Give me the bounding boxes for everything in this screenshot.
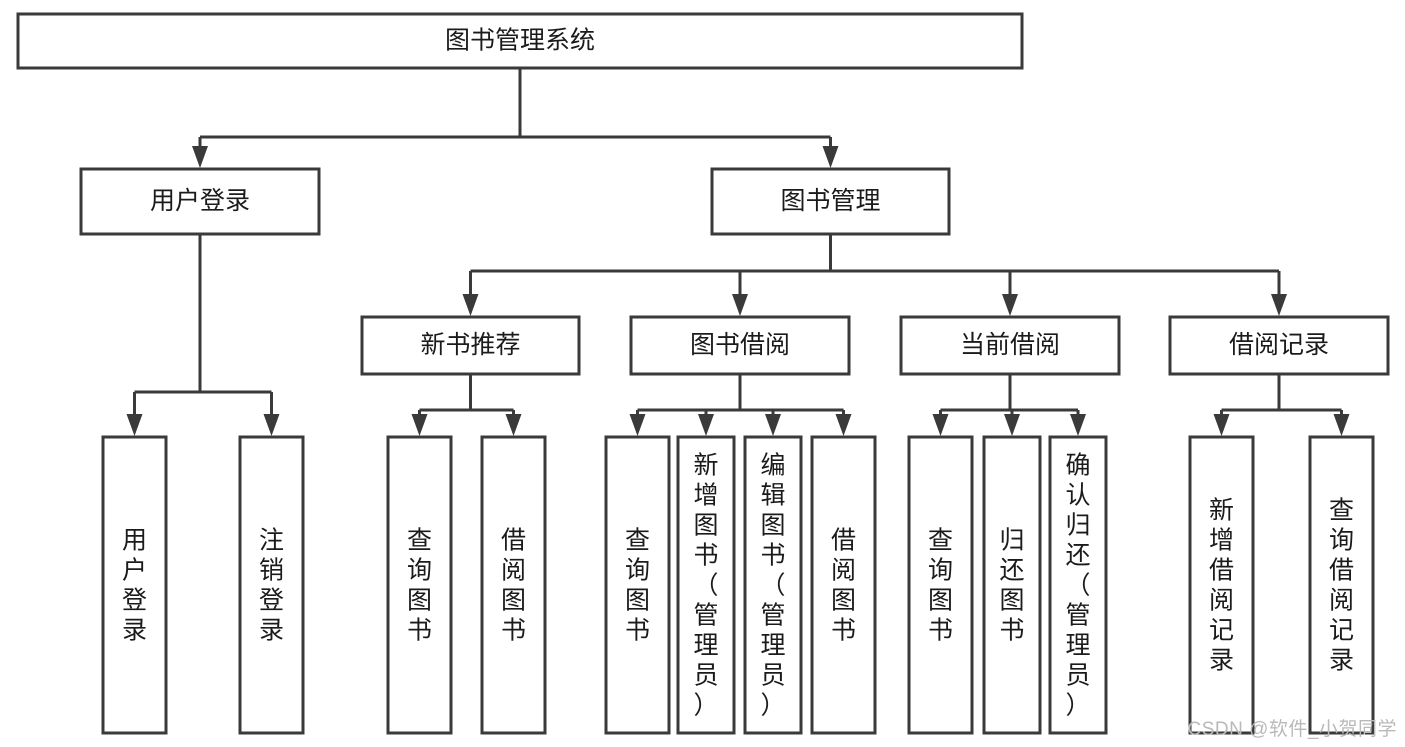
level2-node-1-label: 新书推荐: [420, 331, 520, 359]
leaf-node-6-label: 新增图书（管理员）: [693, 451, 718, 719]
leaf-node-5-box[interactable]: [604, 435, 671, 735]
leaf-node-2-label: 注销登录: [259, 526, 284, 644]
arrow-head-icon: [1004, 414, 1020, 436]
leaf-node-11[interactable]: 确认归还（管理员）: [1048, 435, 1108, 735]
level2-node-3-label: 当前借阅: [960, 331, 1060, 359]
arrow-head-icon: [462, 294, 479, 316]
level2-node-2[interactable]: 图书借阅: [629, 315, 851, 376]
leaf-node-3-label: 查询图书: [407, 526, 432, 644]
leaf-node-7-box[interactable]: [743, 435, 803, 735]
leaf-node-1[interactable]: 用户登录: [101, 435, 168, 735]
arrow-head-icon: [835, 414, 852, 436]
arrow-head-icon: [1333, 414, 1350, 436]
leaf-node-6[interactable]: 新增图书（管理员）: [676, 435, 736, 735]
root-node-book-management-system-box[interactable]: [16, 12, 1024, 70]
leaf-node-13-box[interactable]: [1308, 435, 1375, 735]
arrow-head-icon: [698, 414, 714, 436]
leaf-node-12-box[interactable]: [1188, 435, 1255, 735]
level1-node-1-label: 用户登录: [150, 187, 250, 215]
arrow-head-icon: [1002, 294, 1018, 316]
leaf-node-13-label: 查询借阅记录: [1329, 496, 1354, 674]
level1-node-2-label: 图书管理: [780, 187, 880, 215]
level2-node-4[interactable]: 借阅记录: [1168, 315, 1390, 376]
level2-node-4-label: 借阅记录: [1229, 331, 1329, 359]
leaf-node-7-label: 编辑图书（管理员）: [760, 451, 785, 719]
leaf-node-10-label: 归还图书: [999, 526, 1024, 644]
leaf-node-4-label: 借阅图书: [501, 526, 526, 644]
leaf-node-9-box[interactable]: [907, 435, 974, 735]
arrow-head-icon: [1070, 414, 1086, 436]
level1-node-2-box[interactable]: [710, 167, 951, 236]
leaf-node-8[interactable]: 借阅图书: [810, 435, 877, 735]
leaf-node-6-box[interactable]: [676, 435, 736, 735]
leaf-node-2[interactable]: 注销登录: [238, 435, 305, 735]
level1-node-1[interactable]: 用户登录: [79, 167, 321, 236]
leaf-node-5-label: 查询图书: [625, 526, 650, 644]
leaf-node-8-label: 借阅图书: [831, 526, 856, 644]
level2-node-2-box[interactable]: [629, 315, 851, 376]
arrow-head-icon: [263, 414, 280, 436]
arrow-head-icon: [505, 414, 522, 436]
arrow-head-icon: [629, 414, 646, 436]
level2-node-3[interactable]: 当前借阅: [899, 315, 1121, 376]
arrow-head-icon: [1271, 294, 1287, 316]
leaf-node-10[interactable]: 归还图书: [982, 435, 1042, 735]
leaf-node-9-label: 查询图书: [928, 526, 953, 644]
level2-node-1[interactable]: 新书推荐: [360, 315, 581, 376]
leaf-node-9[interactable]: 查询图书: [907, 435, 974, 735]
arrow-head-icon: [411, 414, 428, 436]
root-node-book-management-system-label: 图书管理系统: [445, 27, 595, 55]
arrow-head-icon: [1213, 414, 1230, 436]
leaf-node-5[interactable]: 查询图书: [604, 435, 671, 735]
leaf-node-12-label: 新增借阅记录: [1209, 496, 1234, 674]
csdn-watermark: CSDN @软件_小贺同学: [1187, 719, 1397, 740]
level2-node-4-box[interactable]: [1168, 315, 1390, 376]
leaf-node-1-box[interactable]: [101, 435, 168, 735]
root-node-book-management-system[interactable]: 图书管理系统: [16, 12, 1024, 70]
level2-node-3-box[interactable]: [899, 315, 1121, 376]
node-layer: 图书管理系统用户登录图书管理新书推荐图书借阅当前借阅借阅记录用户登录注销登录查询…: [16, 12, 1390, 735]
level2-node-2-label: 图书借阅: [690, 331, 790, 359]
arrow-head-icon: [732, 294, 748, 316]
arrow-head-icon: [192, 146, 208, 168]
leaf-node-7[interactable]: 编辑图书（管理员）: [743, 435, 803, 735]
leaf-node-8-box[interactable]: [810, 435, 877, 735]
leaf-node-2-box[interactable]: [238, 435, 305, 735]
leaf-node-11-label: 确认归还（管理员）: [1065, 451, 1090, 719]
arrow-head-icon: [932, 414, 949, 436]
level1-node-1-box[interactable]: [79, 167, 321, 236]
leaf-node-4-box[interactable]: [480, 435, 547, 735]
connector-layer: [126, 68, 1350, 436]
level2-node-1-box[interactable]: [360, 315, 581, 376]
leaf-node-13[interactable]: 查询借阅记录: [1308, 435, 1375, 735]
level1-node-2[interactable]: 图书管理: [710, 167, 951, 236]
arrow-head-icon: [765, 414, 781, 436]
leaf-node-3[interactable]: 查询图书: [386, 435, 453, 735]
leaf-node-4[interactable]: 借阅图书: [480, 435, 547, 735]
arrow-head-icon: [822, 146, 839, 168]
arrow-head-icon: [126, 414, 143, 436]
leaf-node-11-box[interactable]: [1048, 435, 1108, 735]
leaf-node-10-box[interactable]: [982, 435, 1042, 735]
leaf-node-12[interactable]: 新增借阅记录: [1188, 435, 1255, 735]
leaf-node-3-box[interactable]: [386, 435, 453, 735]
leaf-node-1-label: 用户登录: [122, 526, 147, 644]
